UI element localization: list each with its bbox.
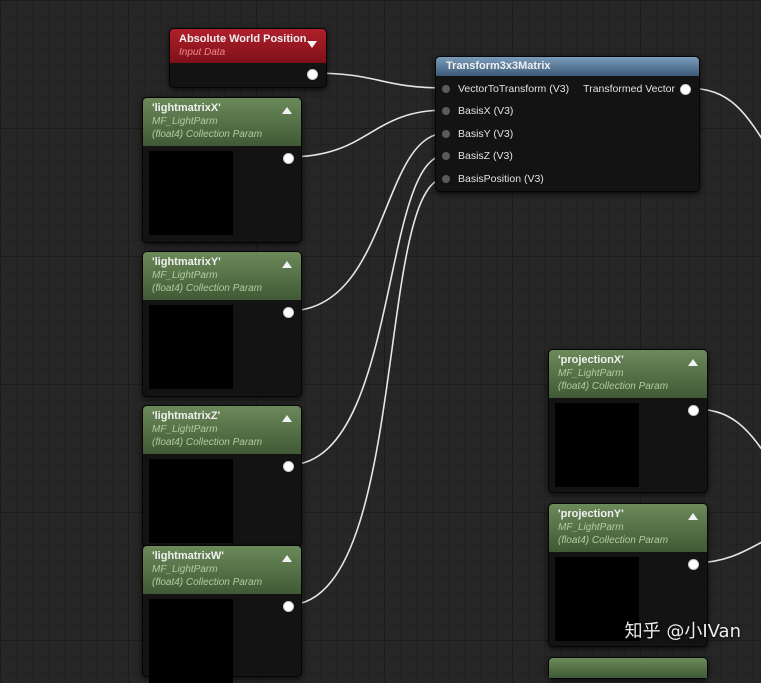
node-title: 'lightmatrixW' <box>152 550 224 562</box>
node-title: Transform3x3Matrix <box>446 60 551 72</box>
wire-absolute-position-to-vector <box>311 72 447 89</box>
collection-param-node-lightmatrixY[interactable]: 'lightmatrixY' MF_LightParm (float4) Col… <box>142 251 302 397</box>
preview-thumbnail <box>149 151 233 235</box>
output-label: Transformed Vector <box>583 83 675 95</box>
node-subtitle-type: (float4) Collection Param <box>558 381 669 392</box>
node-subtitle-type: (float4) Collection Param <box>152 283 263 294</box>
output-pin[interactable] <box>688 559 699 570</box>
node-title: 'lightmatrixZ' <box>152 410 221 422</box>
collapse-arrow-icon[interactable] <box>282 415 292 422</box>
node-subtitle-source: MF_LightParm <box>152 564 218 575</box>
node-header: 'lightmatrixZ' MF_LightParm (float4) Col… <box>143 406 301 454</box>
preview-thumbnail <box>149 599 233 683</box>
node-header: Transform3x3Matrix <box>436 57 699 76</box>
node-title: Absolute World Position <box>179 33 307 45</box>
collection-param-node-lightmatrixW[interactable]: 'lightmatrixW' MF_LightParm (float4) Col… <box>142 545 302 683</box>
collection-param-node-partial[interactable] <box>548 657 708 679</box>
watermark: 知乎 @小IVan <box>624 621 741 642</box>
collapse-arrow-icon[interactable] <box>282 261 292 268</box>
node-subtitle-type: (float4) Collection Param <box>152 577 263 588</box>
node-header: Absolute World Position Input Data <box>170 29 326 63</box>
wire-lightmatrixX-to-basisX <box>287 109 447 158</box>
output-pin[interactable] <box>307 69 318 80</box>
input-pin[interactable] <box>442 107 450 115</box>
collection-param-node-lightmatrixX[interactable]: 'lightmatrixX' MF_LightParm (float4) Col… <box>142 97 302 243</box>
preview-thumbnail <box>555 557 639 641</box>
preview-thumbnail <box>149 305 233 389</box>
node-subtitle-source: MF_LightParm <box>558 368 624 379</box>
collapse-arrow-icon[interactable] <box>282 555 292 562</box>
node-title: 'projectionX' <box>558 354 624 366</box>
input-pin[interactable] <box>442 130 450 138</box>
node-header <box>549 658 707 678</box>
wire-lightmatrixY-to-basisY <box>287 132 447 312</box>
input-basis-position[interactable]: BasisPosition (V3) <box>442 173 544 185</box>
node-subtitle-source: MF_LightParm <box>152 270 218 281</box>
collapse-arrow-icon[interactable] <box>282 107 292 114</box>
input-pin[interactable] <box>442 152 450 160</box>
output-pin[interactable] <box>680 84 691 95</box>
preview-thumbnail <box>555 403 639 487</box>
collection-param-node-projectionX[interactable]: 'projectionX' MF_LightParm (float4) Coll… <box>548 349 708 493</box>
preview-thumbnail <box>149 459 233 543</box>
output-pin[interactable] <box>283 153 294 164</box>
output-pin[interactable] <box>688 405 699 416</box>
output-pin[interactable] <box>283 601 294 612</box>
node-subtitle: Input Data <box>179 47 226 58</box>
input-basis-x[interactable]: BasisX (V3) <box>442 105 513 117</box>
node-header: 'projectionY' MF_LightParm (float4) Coll… <box>549 504 707 552</box>
output-pin[interactable] <box>283 307 294 318</box>
collection-param-node-projectionY[interactable]: 'projectionY' MF_LightParm (float4) Coll… <box>548 503 708 647</box>
node-subtitle-type: (float4) Collection Param <box>152 437 263 448</box>
input-basis-z[interactable]: BasisZ (V3) <box>442 150 513 162</box>
output-pin[interactable] <box>283 461 294 472</box>
node-title: 'lightmatrixY' <box>152 256 221 268</box>
node-header: 'lightmatrixX' MF_LightParm (float4) Col… <box>143 98 301 146</box>
input-pin[interactable] <box>442 175 450 183</box>
node-subtitle-source: MF_LightParm <box>558 522 624 533</box>
node-title: 'projectionY' <box>558 508 624 520</box>
transform3x3matrix-node[interactable]: Transform3x3Matrix VectorToTransform (V3… <box>435 56 700 192</box>
collapse-arrow-icon[interactable] <box>688 359 698 366</box>
node-subtitle-type: (float4) Collection Param <box>152 129 263 140</box>
wire-lightmatrixW-to-basisPosition <box>287 177 447 606</box>
absolute-world-position-node[interactable]: Absolute World Position Input Data <box>169 28 327 88</box>
node-subtitle-type: (float4) Collection Param <box>558 535 669 546</box>
input-vector-to-transform[interactable]: VectorToTransform (V3) <box>442 83 569 95</box>
input-basis-y[interactable]: BasisY (V3) <box>442 128 513 140</box>
node-subtitle-source: MF_LightParm <box>152 424 218 435</box>
node-header: 'lightmatrixW' MF_LightParm (float4) Col… <box>143 546 301 594</box>
collapse-arrow-icon[interactable] <box>688 513 698 520</box>
node-header: 'lightmatrixY' MF_LightParm (float4) Col… <box>143 252 301 300</box>
input-pin[interactable] <box>442 85 450 93</box>
node-subtitle-source: MF_LightParm <box>152 116 218 127</box>
collection-param-node-lightmatrixZ[interactable]: 'lightmatrixZ' MF_LightParm (float4) Col… <box>142 405 302 547</box>
collapse-arrow-icon[interactable] <box>307 41 317 48</box>
wire-lightmatrixZ-to-basisZ <box>287 154 447 466</box>
node-header: 'projectionX' MF_LightParm (float4) Coll… <box>549 350 707 398</box>
node-title: 'lightmatrixX' <box>152 102 221 114</box>
